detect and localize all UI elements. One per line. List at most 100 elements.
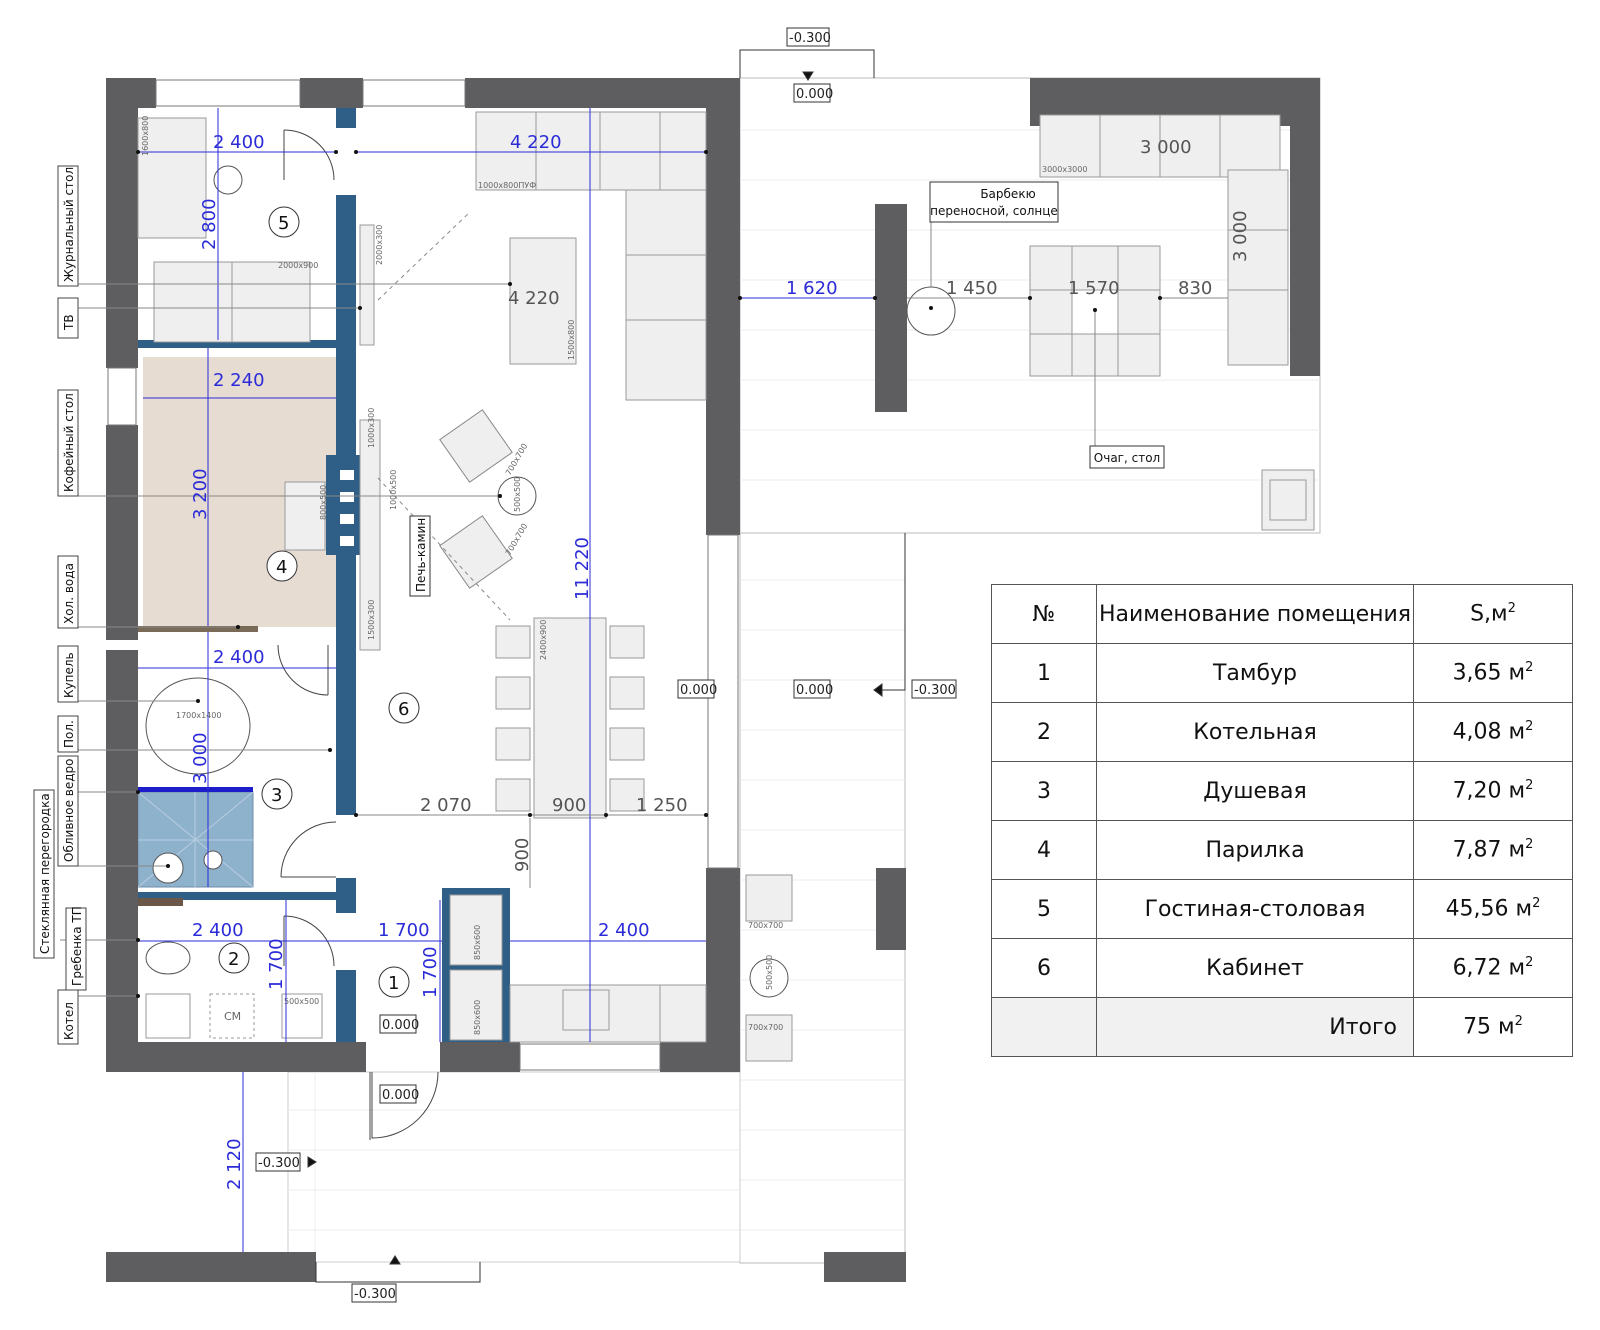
level-right-zero: 0.000 (796, 683, 833, 698)
furniture-details (145, 112, 1307, 1039)
table-cell-area: 7,20 м2 (1413, 761, 1573, 821)
table-cell-area: 4,08 м2 (1413, 702, 1573, 762)
table-cell-area-sup: 2 (1525, 660, 1534, 676)
label-coffee: 1500x800 (567, 320, 576, 360)
table-cell-area-value: 7,20 м (1452, 778, 1526, 804)
dim-1700-h: 1 700 (378, 920, 430, 941)
table-cell-name: Душевая (1096, 761, 1414, 821)
label-sink: 500x500 (284, 997, 319, 1006)
table-cell-name: Гостиная-столовая (1096, 879, 1414, 939)
table-total-area: 75 м2 (1413, 997, 1573, 1057)
table-cell-area: 7,87 м2 (1413, 820, 1573, 880)
level-porch-left: -0.300 (258, 1156, 300, 1171)
room-marker-1: 1 (388, 973, 399, 994)
table-cell-area-sup: 2 (1525, 837, 1534, 853)
table-header-row: № Наименование помещения S,м2 (991, 584, 1573, 644)
dim-4220-mid: 4 220 (508, 288, 560, 309)
side-label-coffee-table: Журнальный стол (62, 167, 76, 282)
dim-3000-sofa-v: 3 000 (1230, 210, 1251, 262)
level-top: -0.300 (789, 31, 831, 46)
level-top-zero: 0.000 (796, 87, 833, 102)
dim-1250: 1 250 (636, 795, 688, 816)
table-row: 5 Гостиная-столовая 45,56 м2 (991, 879, 1573, 939)
callout-stove: Печь-камин (414, 518, 428, 592)
label-desk: 1600x800 (141, 116, 150, 156)
dim-1700-boiler: 1 700 (266, 938, 287, 990)
table-row: 4 Парилка 7,87 м2 (991, 820, 1573, 880)
dim-2400-top: 2 400 (213, 132, 265, 153)
label-cab2: 850x600 (473, 1000, 482, 1035)
callout-bbq-line1: Барбекю (980, 187, 1035, 201)
level-right: -0.300 (914, 683, 956, 698)
porch-floor (287, 1071, 741, 1263)
room-marker-5: 5 (278, 213, 289, 234)
side-label-cafe-table: Кофейный стол (62, 393, 76, 492)
callout-bbq-line2: переносной, солнце (930, 204, 1058, 218)
dim-900-v: 900 (512, 838, 533, 872)
table-cell-name: Котельная (1096, 702, 1414, 762)
label-arm2: 700x700 (504, 522, 529, 557)
label-terrace-sofa: 3000x3000 (1042, 165, 1087, 174)
label-ext-arm2: 700x700 (748, 1023, 783, 1032)
label-bench3: 1500x300 (367, 600, 376, 640)
table-cell-area: 45,56 м2 (1413, 879, 1573, 939)
label-tbl: 500x500 (513, 477, 522, 512)
level-entry-zero: 0.000 (382, 1018, 419, 1033)
table-cell-area-value: 4,08 м (1452, 719, 1526, 745)
table-cell-area-value: 3,65 м (1452, 660, 1526, 686)
table-total-empty (991, 997, 1097, 1057)
table-cell-area-sup: 2 (1525, 955, 1534, 971)
table-row: 6 Кабинет 6,72 м2 (991, 938, 1573, 998)
room-marker-6: 6 (398, 699, 409, 720)
table-total-sup: 2 (1514, 1014, 1523, 1030)
side-label-shelf: Пол. (62, 720, 76, 748)
level-boxes (255, 27, 957, 1303)
dim-3000-sofa-h: 3 000 (1140, 137, 1192, 158)
doors (277, 129, 439, 1140)
room-marker-4: 4 (276, 557, 287, 578)
dim-900-h: 900 (552, 795, 586, 816)
table-total-row: Итого 75 м2 (991, 997, 1573, 1057)
level-hall-zero: 0.000 (680, 683, 717, 698)
table-cell-area-sup: 2 (1532, 896, 1541, 912)
table-header-name: Наименование помещения (1096, 584, 1414, 644)
table-total-value: 75 м (1463, 1014, 1515, 1040)
label-stove: 800x500 (319, 485, 328, 520)
dim-1700-v: 1 700 (420, 946, 441, 998)
side-label-boxes (33, 165, 87, 1045)
side-label-bucket: Обливное ведро (62, 759, 76, 862)
dim-3200: 3 200 (190, 468, 211, 520)
table-header-area-sup: 2 (1507, 601, 1516, 617)
glass-partition (138, 787, 253, 792)
dimension-lines (138, 108, 875, 1252)
level-porch-zero: 0.000 (382, 1088, 419, 1103)
label-ext-arm1: 700x700 (748, 921, 783, 930)
table-cell-number: 1 (991, 643, 1097, 703)
table-cell-area-value: 6,72 м (1452, 955, 1526, 981)
label-cab1: 850x600 (473, 925, 482, 960)
level-markers (307, 49, 906, 1283)
dim-2400-boiler: 2 400 (192, 920, 244, 941)
room-marker-2: 2 (228, 949, 239, 970)
table-cell-area-value: 7,87 м (1452, 837, 1526, 863)
dim-2070: 2 070 (420, 795, 472, 816)
table-cell-number: 6 (991, 938, 1097, 998)
room-marker-3: 3 (271, 785, 282, 806)
room-marker-circles (218, 206, 420, 998)
dim-2240: 2 240 (213, 370, 265, 391)
table-cell-number: 5 (991, 879, 1097, 939)
room-schedule-table: № Наименование помещения S,м2 1 Тамбур 3… (991, 584, 1573, 1057)
label-bench2: 1000x500 (389, 470, 398, 510)
label-pouf: 1000x800ПУФ (478, 181, 536, 190)
side-label-cold-water: Хол. вода (62, 563, 76, 624)
label-ext-tbl: 500x500 (765, 955, 774, 990)
callout-boxes (409, 181, 1165, 597)
dim-2400-kitchen: 2 400 (598, 920, 650, 941)
stove-vents (340, 470, 354, 546)
table-row: 3 Душевая 7,20 м2 (991, 761, 1573, 821)
callout-hearth: Очаг, стол (1094, 451, 1160, 465)
side-label-tv: ТВ (62, 314, 76, 331)
table-cell-name: Парилка (1096, 820, 1414, 880)
label-washer: СМ (224, 1010, 241, 1023)
label-dining: 2400x900 (539, 620, 548, 660)
